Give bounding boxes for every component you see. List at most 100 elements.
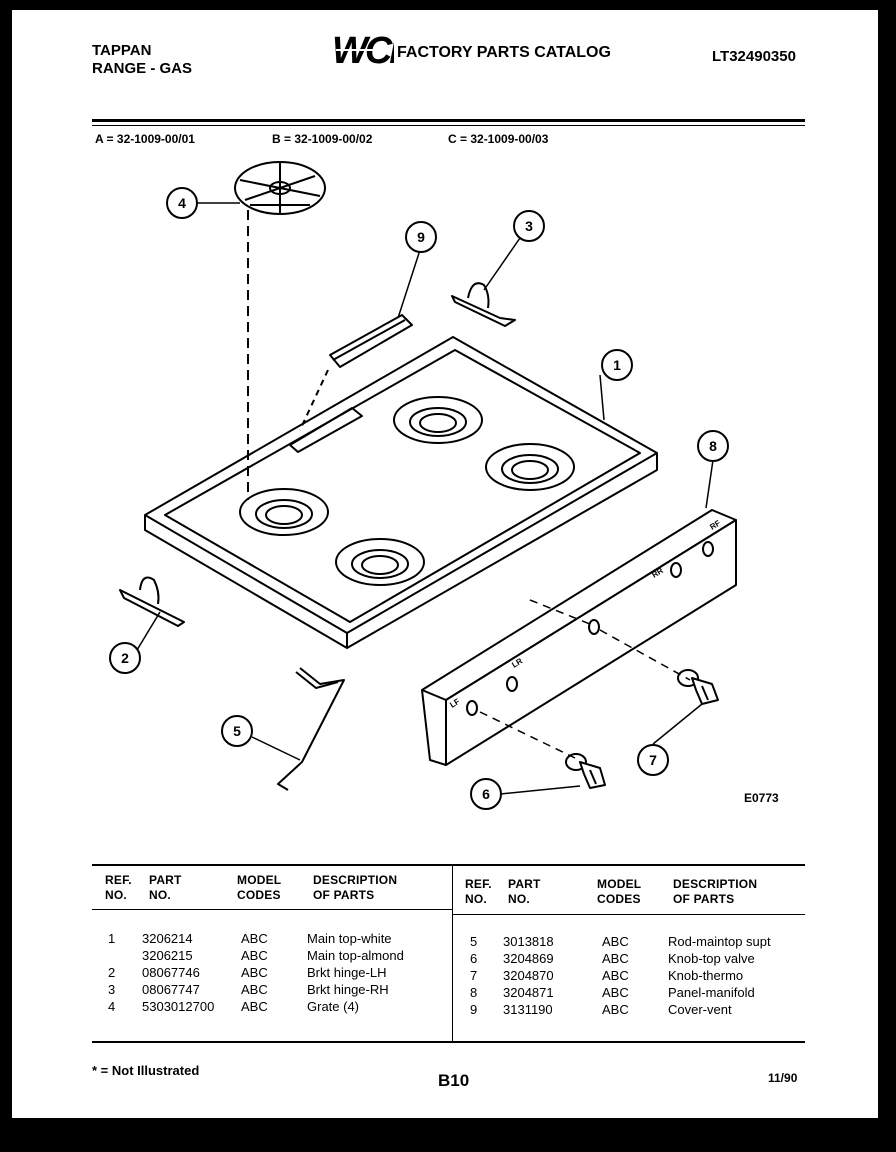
brand-name: TAPPAN bbox=[92, 42, 152, 59]
table-row-part: 3131190 bbox=[503, 1002, 553, 1017]
table-row-part: 3204871 bbox=[503, 985, 554, 1000]
leader-lines bbox=[136, 202, 714, 795]
table-row-ref: 3 bbox=[108, 982, 116, 997]
table-row-part: 08067747 bbox=[142, 982, 200, 997]
header-rule-thin bbox=[92, 125, 805, 126]
callout-9: 9 bbox=[405, 221, 437, 253]
callout-2-label: 2 bbox=[121, 650, 129, 666]
header-part-line2: NO. bbox=[508, 892, 530, 906]
callout-8-label: 8 bbox=[709, 438, 717, 454]
table-row-part: 3206214 bbox=[142, 931, 193, 946]
callout-3-label: 3 bbox=[525, 218, 533, 234]
table-row-desc: Knob-thermo bbox=[668, 968, 744, 983]
callout-3: 3 bbox=[513, 210, 545, 242]
header-ref-line1: REF. bbox=[105, 873, 132, 887]
callout-8: 8 bbox=[697, 430, 729, 462]
header-ref-line2: NO. bbox=[105, 888, 127, 902]
table-row-desc: Rod-maintop supt bbox=[668, 934, 771, 949]
header-ref-line1: REF. bbox=[465, 877, 492, 891]
panel-label-lf: LF bbox=[448, 697, 461, 710]
callout-9-label: 9 bbox=[417, 229, 425, 245]
header-ref-line2: NO. bbox=[465, 892, 487, 906]
table-row-part: 3013818 bbox=[503, 934, 554, 949]
header-part-line1: PART bbox=[149, 873, 182, 887]
product-name: RANGE - GAS bbox=[92, 60, 193, 77]
model-b: B = 32-1009-00/02 bbox=[272, 132, 373, 146]
header-desc-line1: DESCRIPTION bbox=[673, 877, 758, 891]
catalog-number: LT32490350 bbox=[712, 48, 796, 65]
callout-5-label: 5 bbox=[233, 723, 241, 739]
table-row-codes: ABC bbox=[241, 931, 268, 946]
table-row-ref bbox=[108, 947, 115, 964]
support-rod-drawing bbox=[277, 667, 345, 791]
not-illustrated-note: * = Not Illustrated bbox=[92, 1063, 200, 1078]
table-row-ref: 5 bbox=[470, 934, 478, 949]
table-row-codes: ABC bbox=[602, 951, 629, 966]
model-a: A = 32-1009-00/01 bbox=[95, 132, 195, 146]
header-part-left: PART NO. bbox=[149, 873, 182, 903]
table-row-ref: 4 bbox=[108, 999, 116, 1014]
cover-vent-drawing bbox=[299, 314, 413, 431]
header-model-right: MODEL CODES bbox=[597, 877, 641, 907]
grate-drawing bbox=[234, 161, 326, 215]
callout-5: 5 bbox=[221, 715, 253, 747]
wci-logo: WCI bbox=[330, 28, 404, 75]
table-row-part: 3204870 bbox=[503, 968, 554, 983]
left-codes-column: ABC ABC ABC ABC ABC bbox=[241, 930, 268, 1015]
table-row-ref: 7 bbox=[470, 968, 478, 983]
burner-right-rear bbox=[393, 396, 483, 444]
table-header-rule-left bbox=[92, 909, 452, 910]
header-ref-right: REF. NO. bbox=[465, 877, 492, 907]
header-model-line1: MODEL bbox=[237, 873, 282, 887]
table-row-codes: ABC bbox=[241, 999, 268, 1014]
right-desc-column: Rod-maintop supt Knob-top valve Knob-the… bbox=[668, 933, 771, 1018]
figure-id: E0773 bbox=[744, 791, 779, 805]
table-row-codes: ABC bbox=[241, 948, 268, 963]
manifold-panel-drawing bbox=[421, 509, 737, 766]
header-model-line2: CODES bbox=[597, 892, 641, 906]
table-row-codes: ABC bbox=[602, 968, 629, 983]
knob-top-valve-drawing bbox=[565, 753, 606, 789]
callout-1-label: 1 bbox=[613, 357, 621, 373]
header-ref-left: REF. NO. bbox=[105, 873, 132, 903]
table-row-desc: Main top-almond bbox=[307, 948, 404, 963]
header-desc-left: DESCRIPTION OF PARTS bbox=[313, 873, 397, 903]
callout-6-label: 6 bbox=[482, 786, 490, 802]
callout-4: 4 bbox=[166, 187, 198, 219]
table-row-codes: ABC bbox=[602, 934, 629, 949]
table-row-desc: Main top-white bbox=[307, 931, 392, 946]
right-part-column: 3013818 3204869 3204870 3204871 3131190 bbox=[503, 933, 554, 1018]
table-row-ref: 2 bbox=[108, 965, 116, 980]
right-ref-column: 5 6 7 8 9 bbox=[470, 933, 477, 1018]
header-desc-line1: DESCRIPTION bbox=[313, 873, 398, 887]
burner-left-front bbox=[335, 538, 425, 586]
burner-left-rear bbox=[239, 488, 329, 536]
header-model-line1: MODEL bbox=[597, 877, 642, 891]
table-row-part: 3206215 bbox=[142, 948, 193, 963]
burner-right-front bbox=[485, 443, 575, 491]
main-top-drawing bbox=[144, 336, 658, 649]
callout-7-label: 7 bbox=[649, 752, 657, 768]
table-row-codes: ABC bbox=[241, 965, 268, 980]
table-row-part: 08067746 bbox=[142, 965, 200, 980]
callout-7: 7 bbox=[637, 744, 669, 776]
callout-1: 1 bbox=[601, 349, 633, 381]
left-desc-column: Main top-white Main top-almond Brkt hing… bbox=[307, 930, 404, 1015]
table-row-desc: Brkt hinge-RH bbox=[307, 982, 389, 997]
hinge-rh-drawing bbox=[451, 282, 516, 327]
header-part-line2: NO. bbox=[149, 888, 171, 902]
table-row-ref: 8 bbox=[470, 985, 478, 1000]
callout-2: 2 bbox=[109, 642, 141, 674]
table-bottom-rule bbox=[92, 1041, 805, 1043]
table-row-desc: Cover-vent bbox=[668, 1002, 732, 1017]
table-header-rule-right bbox=[452, 914, 805, 915]
header-rule-thick bbox=[92, 119, 805, 122]
table-row-ref: 1 bbox=[108, 931, 116, 946]
header-desc-line2: OF PARTS bbox=[313, 888, 375, 902]
table-top-rule bbox=[92, 864, 805, 866]
header-part-line1: PART bbox=[508, 877, 541, 891]
model-c: C = 32-1009-00/03 bbox=[448, 132, 549, 146]
table-row-part: 5303012700 bbox=[142, 999, 215, 1014]
table-row-codes: ABC bbox=[241, 982, 268, 997]
header-desc-line2: OF PARTS bbox=[673, 892, 735, 906]
